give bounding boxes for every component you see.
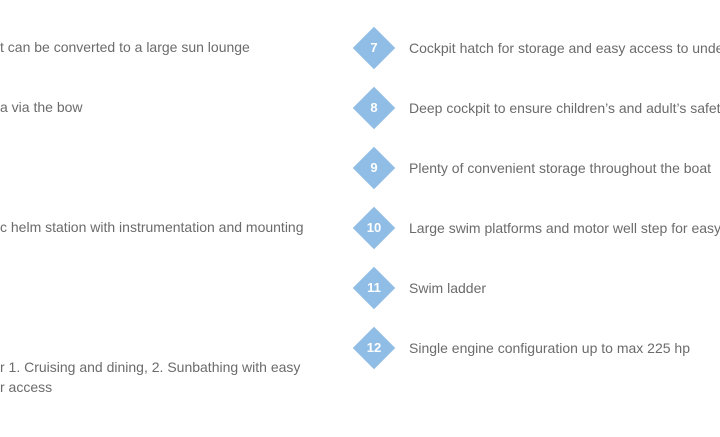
feature-item-11: 11 Swim ladder — [352, 266, 720, 310]
left-feature-text: a via the bow — [0, 99, 83, 115]
feature-label: Large swim platforms and motor well step… — [409, 220, 720, 236]
right-feature-column: 7 Cockpit hatch for storage and easy acc… — [352, 0, 720, 437]
number-diamond-icon: 9 — [352, 146, 396, 190]
number-diamond-icon: 12 — [352, 326, 396, 370]
number-diamond-icon: 10 — [352, 206, 396, 250]
number-diamond-icon: 8 — [352, 86, 396, 130]
feature-item-10: 10 Large swim platforms and motor well s… — [352, 206, 720, 250]
left-feature-text: t can be converted to a large sun lounge — [0, 39, 250, 55]
feature-number: 10 — [366, 220, 382, 235]
feature-item-12: 12 Single engine configuration up to max… — [352, 326, 720, 370]
number-diamond-icon: 11 — [352, 266, 396, 310]
feature-item-9: 9 Plenty of convenient storage throughou… — [352, 146, 720, 190]
feature-label: Plenty of convenient storage throughout … — [409, 160, 711, 176]
feature-label: Swim ladder — [409, 280, 487, 296]
left-feature-text: r access — [0, 379, 53, 395]
feature-item-7: 7 Cockpit hatch for storage and easy acc… — [352, 26, 720, 70]
number-diamond-icon: 7 — [352, 26, 396, 70]
feature-item-8: 8 Deep cockpit to ensure children’s and … — [352, 86, 720, 130]
left-feature-text: r 1. Cruising and dining, 2. Sunbathing … — [0, 359, 301, 375]
feature-number: 9 — [370, 160, 378, 175]
left-feature-text: c helm station with instrumentation and … — [0, 219, 304, 235]
feature-number: 11 — [367, 280, 381, 295]
feature-number: 7 — [370, 40, 378, 55]
feature-label: Single engine configuration up to max 22… — [409, 340, 690, 356]
feature-label: Cockpit hatch for storage and easy acces… — [409, 40, 720, 56]
feature-number: 12 — [366, 340, 382, 355]
feature-label: Deep cockpit to ensure children’s and ad… — [409, 100, 720, 116]
left-feature-column: t can be converted to a large sun lounge… — [0, 0, 310, 437]
feature-number: 8 — [370, 100, 378, 115]
